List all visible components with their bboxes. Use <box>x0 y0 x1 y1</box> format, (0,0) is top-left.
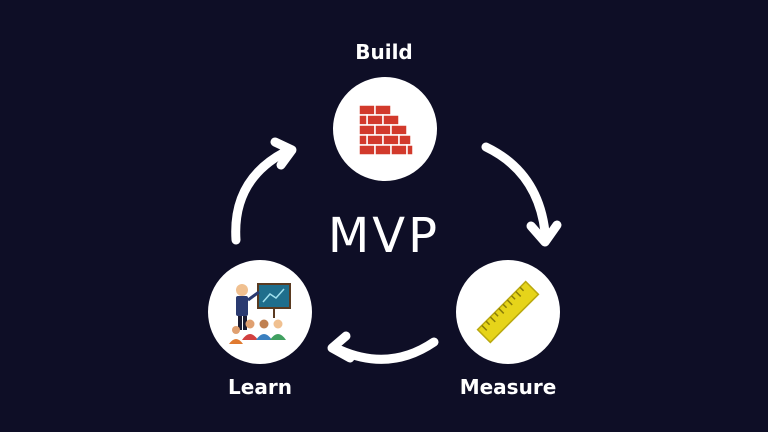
build-circle <box>333 77 437 181</box>
ruler-icon <box>476 280 540 344</box>
learn-circle <box>208 260 312 364</box>
build-label: Build <box>355 40 413 64</box>
arrow-build-to-measure <box>481 142 550 237</box>
measure-circle <box>456 260 560 364</box>
arrowhead-measure-to-learn <box>327 331 355 363</box>
learn-label: Learn <box>228 375 292 399</box>
measure-label: Measure <box>459 375 557 399</box>
mvp-title: MVP <box>327 208 441 264</box>
arrowhead-learn-to-build <box>270 137 297 170</box>
teacher-presentation-icon <box>229 283 291 344</box>
brick-wall-icon <box>358 104 414 156</box>
arrowhead-build-to-measure <box>526 220 562 247</box>
arrow-learn-to-build <box>231 147 290 245</box>
